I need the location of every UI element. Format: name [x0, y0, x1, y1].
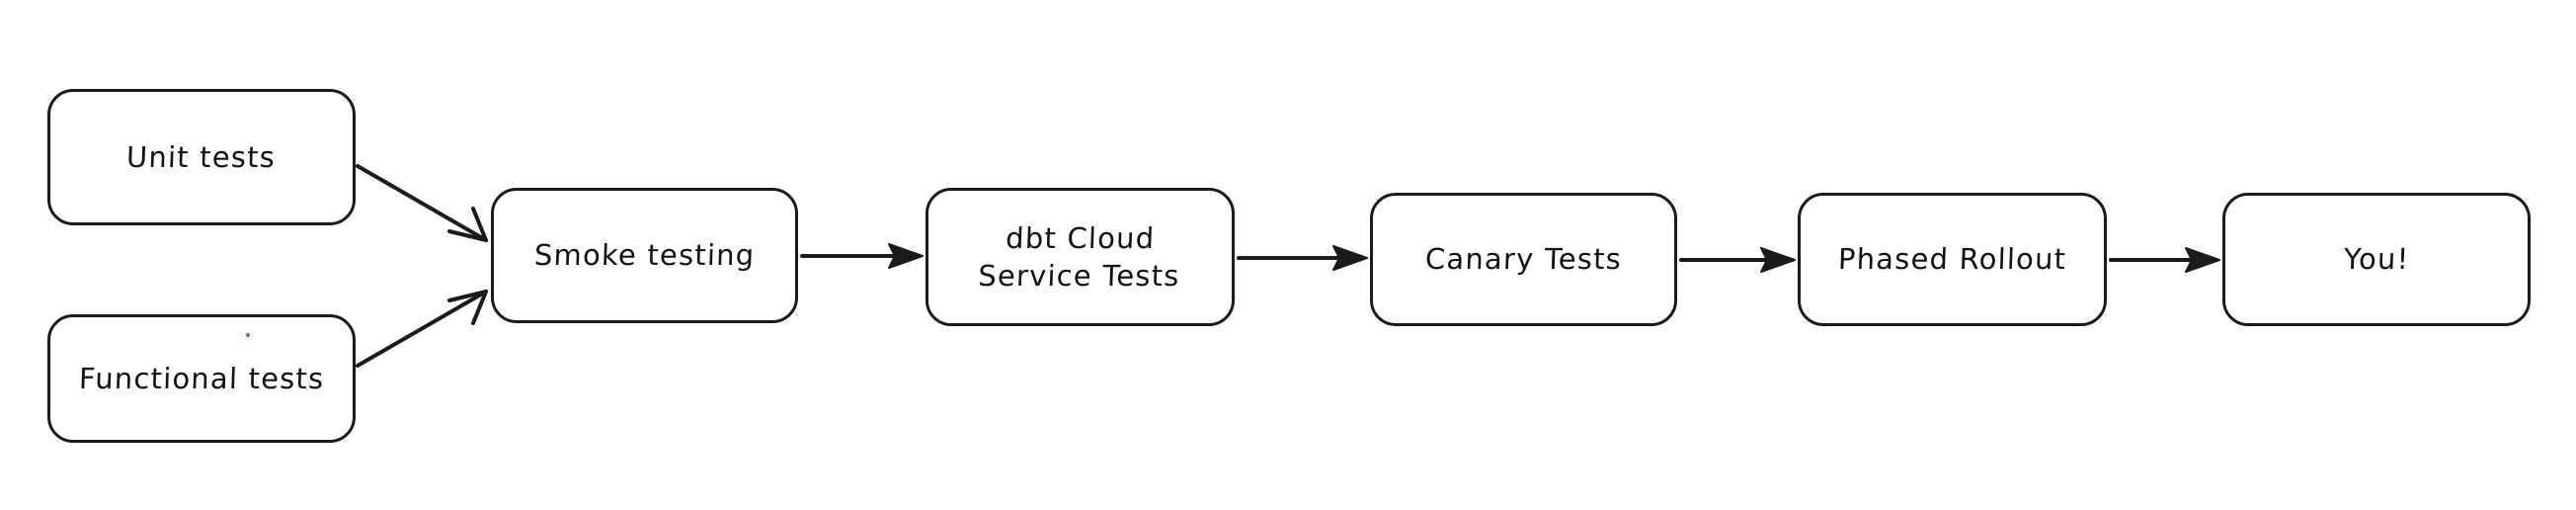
edge-dbt-to-canary: [1237, 245, 1368, 271]
node-label-functional-tests: Functional tests: [78, 361, 325, 395]
node-label-unit-tests: Unit tests: [125, 139, 278, 174]
node-label-smoke-testing: Smoke testing: [533, 238, 756, 273]
edge-phased-to-you: [2109, 247, 2220, 273]
node-functional-tests[interactable]: Functional tests: [47, 314, 356, 443]
node-label-canary-tests: Canary Tests: [1424, 242, 1623, 277]
node-label-dbt-cloud-service-tests: dbt Cloud Service Tests: [978, 220, 1181, 293]
node-dbt-cloud-service-tests[interactable]: dbt Cloud Service Tests: [926, 188, 1235, 326]
edge-functional-to-smoke: [356, 290, 488, 368]
red-dot-artifact: [246, 333, 250, 337]
node-canary-tests[interactable]: Canary Tests: [1370, 193, 1677, 326]
edge-canary-to-phased: [1679, 247, 1796, 273]
edge-smoke-to-dbt: [800, 243, 924, 269]
node-label-you: You!: [2343, 242, 2410, 277]
node-label-phased-rollout: Phased Rollout: [1837, 242, 2067, 277]
node-phased-rollout[interactable]: Phased Rollout: [1798, 193, 2107, 326]
node-you[interactable]: You!: [2222, 193, 2531, 326]
edge-unit-to-smoke: [356, 164, 488, 242]
node-smoke-testing[interactable]: Smoke testing: [491, 188, 798, 323]
node-unit-tests[interactable]: Unit tests: [47, 89, 356, 225]
